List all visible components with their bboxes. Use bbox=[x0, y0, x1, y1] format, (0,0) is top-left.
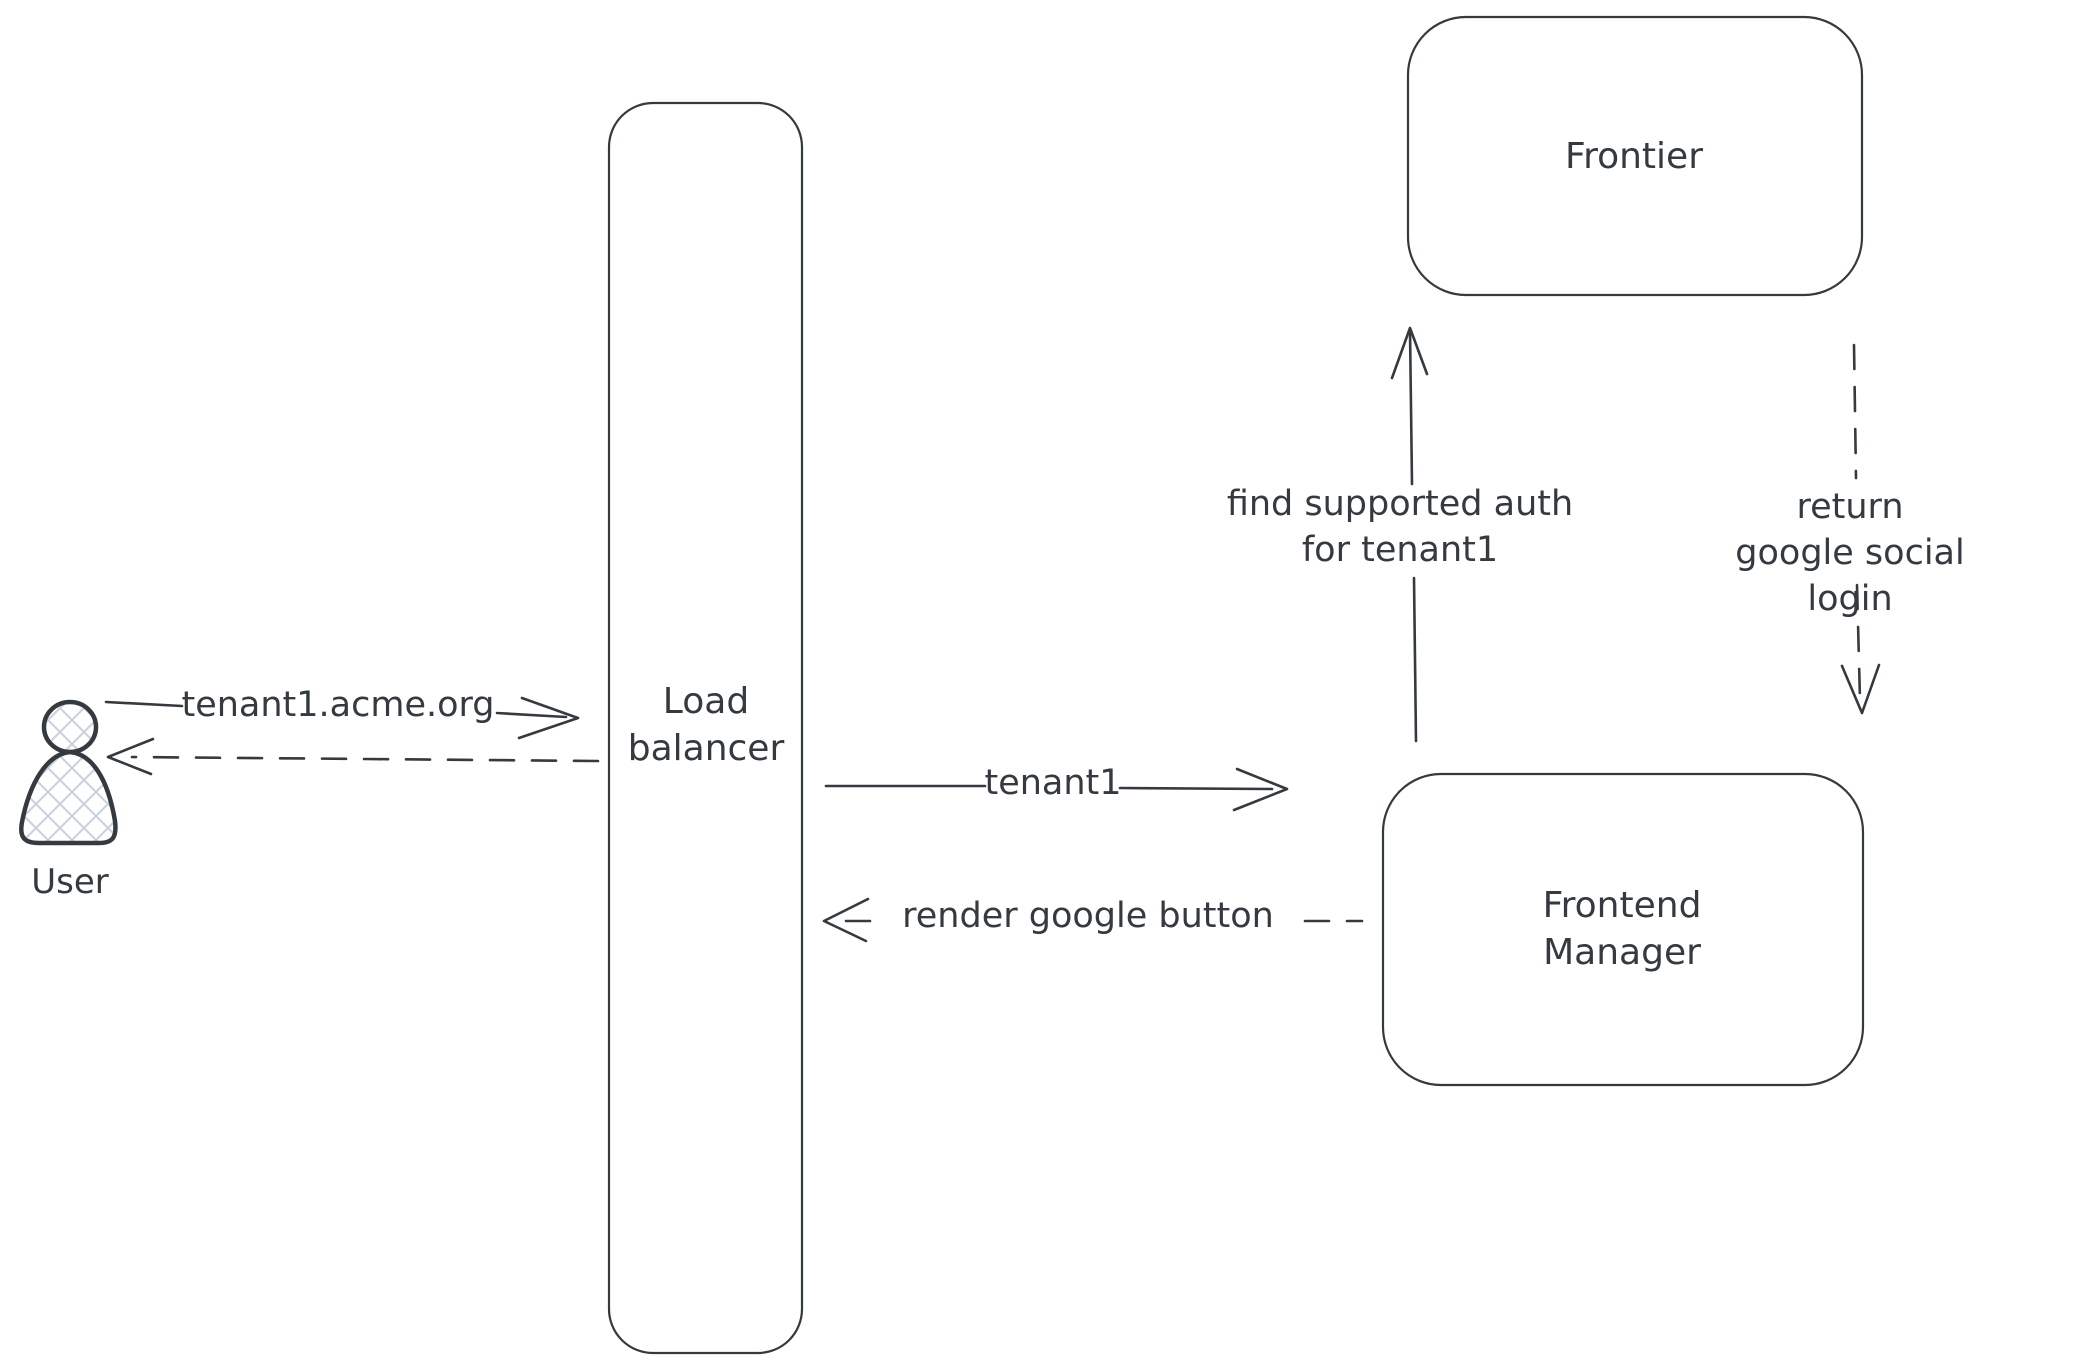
arrow-line bbox=[104, 700, 184, 708]
arrow-line bbox=[1408, 328, 1414, 486]
arrow-frontend-manager-to-load-balancer[interactable] bbox=[822, 897, 1364, 943]
arrow-frontier-to-frontend-manager[interactable] bbox=[1840, 343, 1881, 715]
user-person-icon[interactable] bbox=[19, 699, 118, 846]
edge-label-return-google-social-login: return google social login bbox=[1735, 487, 1965, 619]
arrowhead bbox=[822, 897, 870, 943]
load-balancer-node-label: Load balancer bbox=[627, 681, 785, 769]
arrow-line bbox=[1852, 343, 1858, 480]
arrow-user-to-load-balancer[interactable] bbox=[104, 696, 580, 740]
arrow-line bbox=[1855, 583, 1862, 702]
edge-label-tenant1-acme-org: tenant1.acme.org bbox=[181, 685, 495, 725]
arrow-line bbox=[495, 711, 568, 719]
arrow-line bbox=[130, 755, 600, 763]
arrow-frontend-manager-to-frontier[interactable] bbox=[1390, 326, 1429, 743]
arrowhead bbox=[1390, 326, 1429, 380]
person-head bbox=[41, 699, 99, 755]
arrowhead bbox=[517, 696, 580, 740]
arrow-load-balancer-to-user[interactable] bbox=[106, 737, 600, 776]
user-node-label: User bbox=[31, 862, 109, 902]
frontier-node[interactable] bbox=[1406, 15, 1864, 297]
arrow-line bbox=[1118, 786, 1274, 791]
person-body bbox=[19, 749, 118, 846]
arrowhead bbox=[1232, 767, 1289, 812]
edge-label-find-supported-auth: find supported auth for tenant1 bbox=[1226, 484, 1574, 570]
load-balancer-node[interactable] bbox=[607, 101, 804, 1355]
arrow-load-balancer-to-frontend-manager[interactable] bbox=[824, 767, 1289, 812]
frontend-manager-node-label: Frontend Manager bbox=[1542, 885, 1702, 973]
frontend-manager-node[interactable] bbox=[1381, 772, 1865, 1087]
arrow-line bbox=[1412, 576, 1418, 743]
edge-label-render-google-button: render google button bbox=[902, 896, 1274, 936]
frontier-node-label: Frontier bbox=[1564, 136, 1704, 177]
edge-label-tenant1: tenant1 bbox=[984, 763, 1122, 803]
arrowhead bbox=[1840, 663, 1881, 715]
arrowhead bbox=[106, 737, 155, 776]
